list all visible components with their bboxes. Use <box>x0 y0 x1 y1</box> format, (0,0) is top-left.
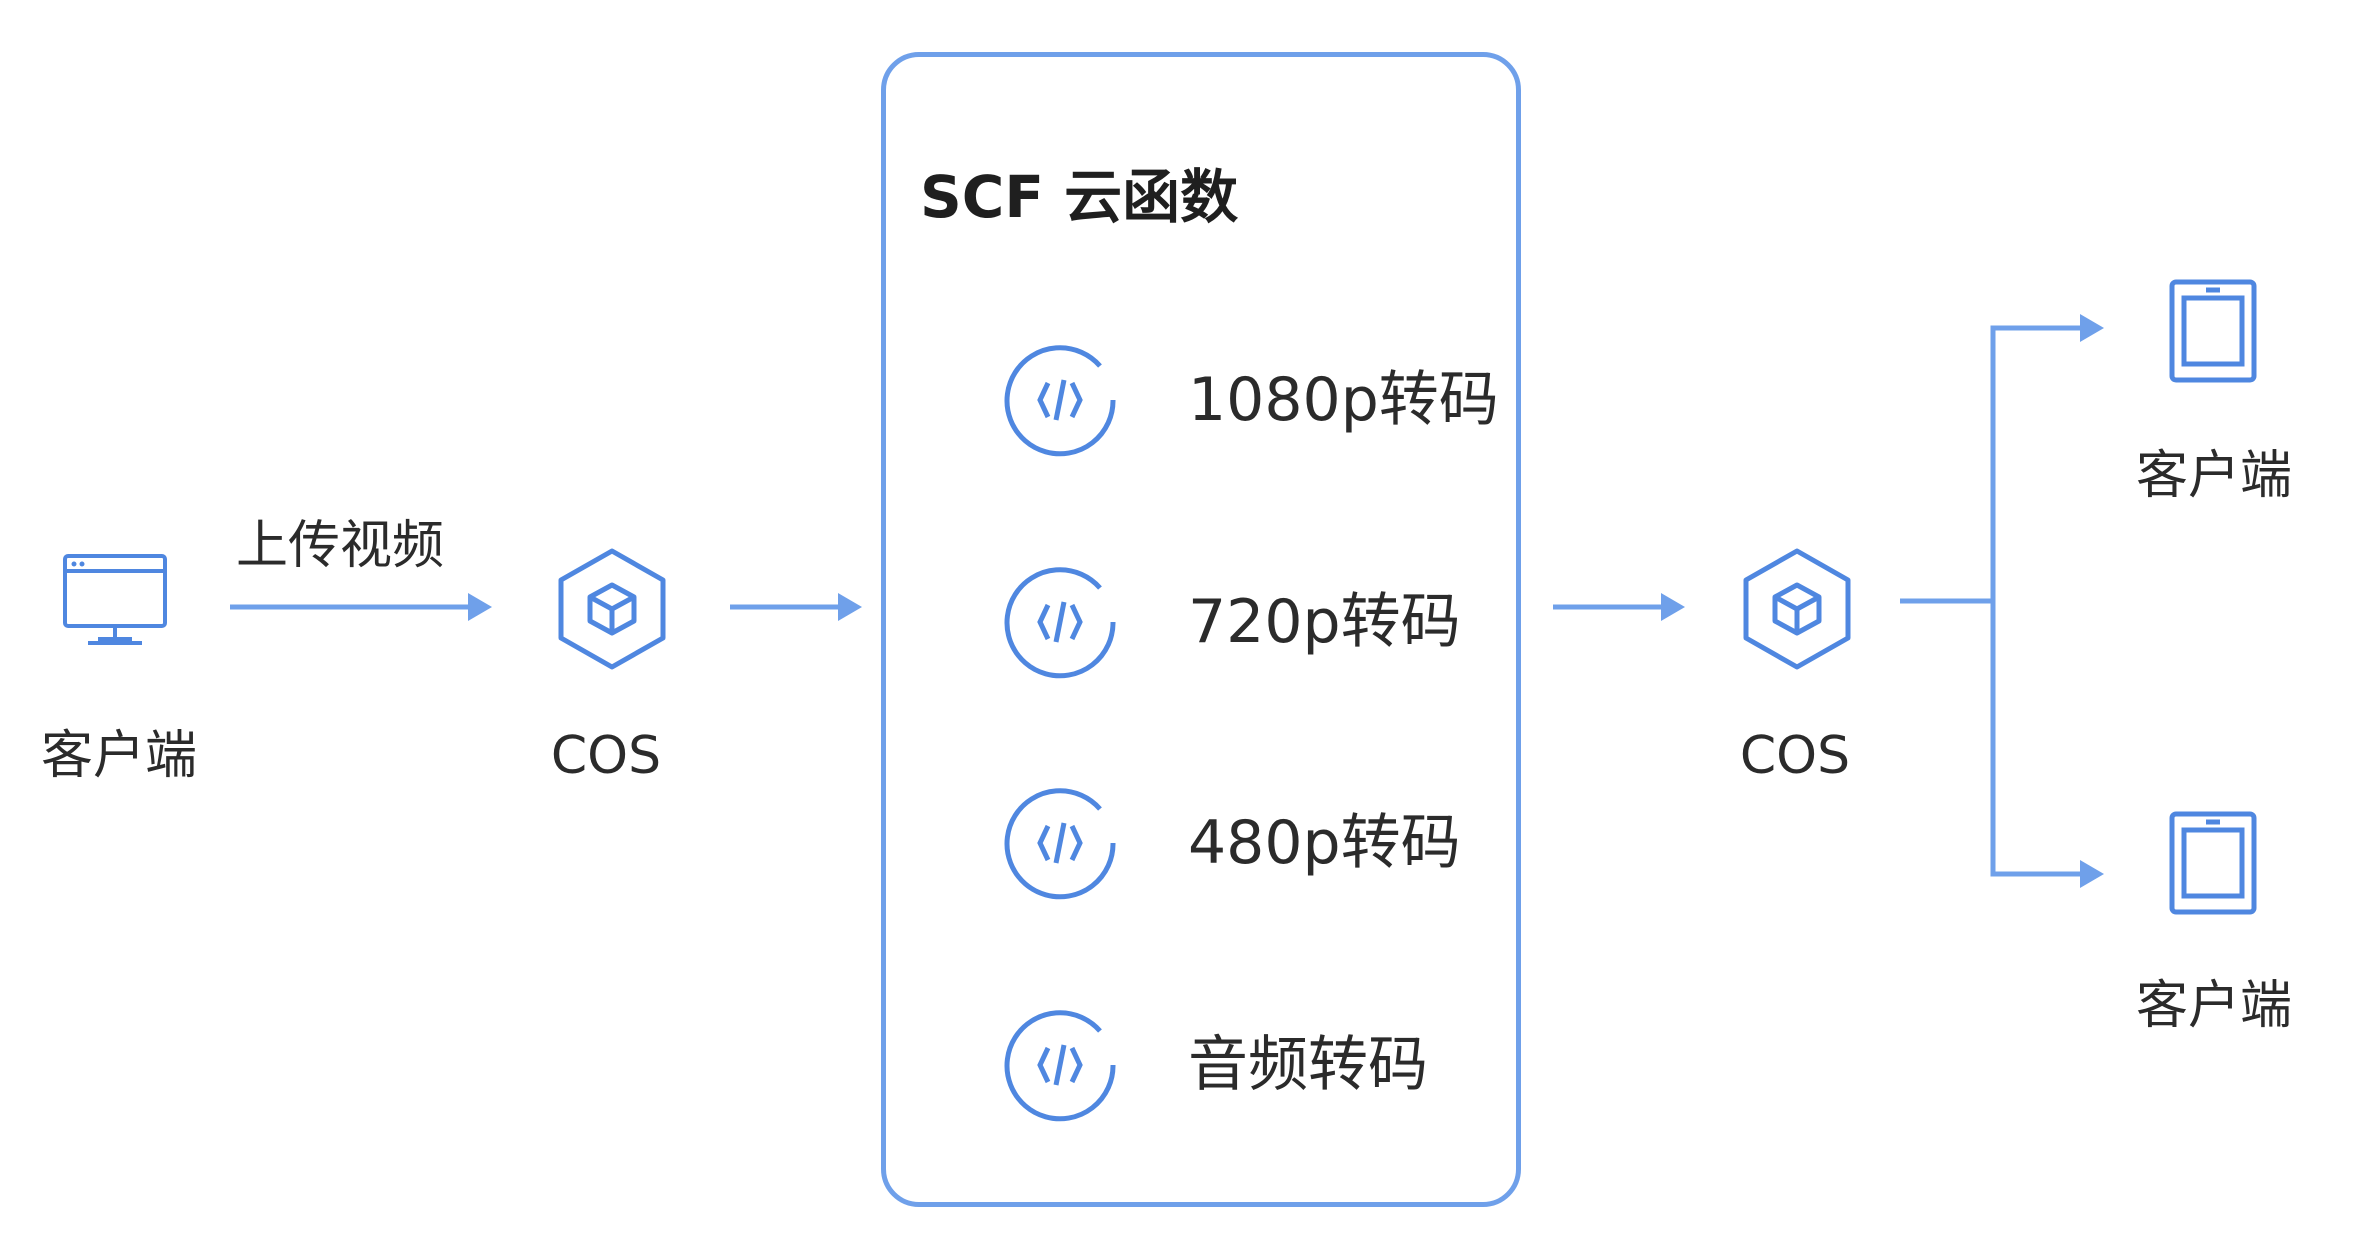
target-client-label-1: 客户端 <box>2135 446 2293 506</box>
arrowhead <box>2080 314 2104 342</box>
upload-video-label: 上传视频 <box>236 516 445 576</box>
arrowhead <box>468 593 492 621</box>
cos-input-label: COS <box>550 726 662 786</box>
code-function-icon <box>1004 1010 1116 1122</box>
target-client-label-2: 客户端 <box>2135 976 2293 1036</box>
tablet-icon <box>2169 811 2257 915</box>
scf-function-container <box>881 52 1521 1207</box>
arrowhead <box>838 593 862 621</box>
code-function-icon <box>1004 567 1116 679</box>
code-function-icon <box>1004 345 1116 457</box>
task-audio-label: 音频转码 <box>1188 1030 1428 1100</box>
cos-storage-icon <box>1743 548 1851 670</box>
task-720p-label: 720p转码 <box>1188 587 1461 657</box>
task-480p-label: 480p转码 <box>1188 808 1461 878</box>
source-client-label: 客户端 <box>40 726 198 786</box>
code-function-icon <box>1004 788 1116 900</box>
cos-output-label: COS <box>1739 726 1851 786</box>
arrowhead <box>1661 593 1685 621</box>
branch-connector <box>1900 325 2085 877</box>
task-1080p-label: 1080p转码 <box>1188 365 1499 435</box>
arrowhead <box>2080 860 2104 888</box>
tablet-icon <box>2169 279 2257 383</box>
desktop-monitor-icon <box>63 554 167 645</box>
scf-title: SCF 云函数 <box>920 163 1239 231</box>
cos-storage-icon <box>558 548 666 670</box>
